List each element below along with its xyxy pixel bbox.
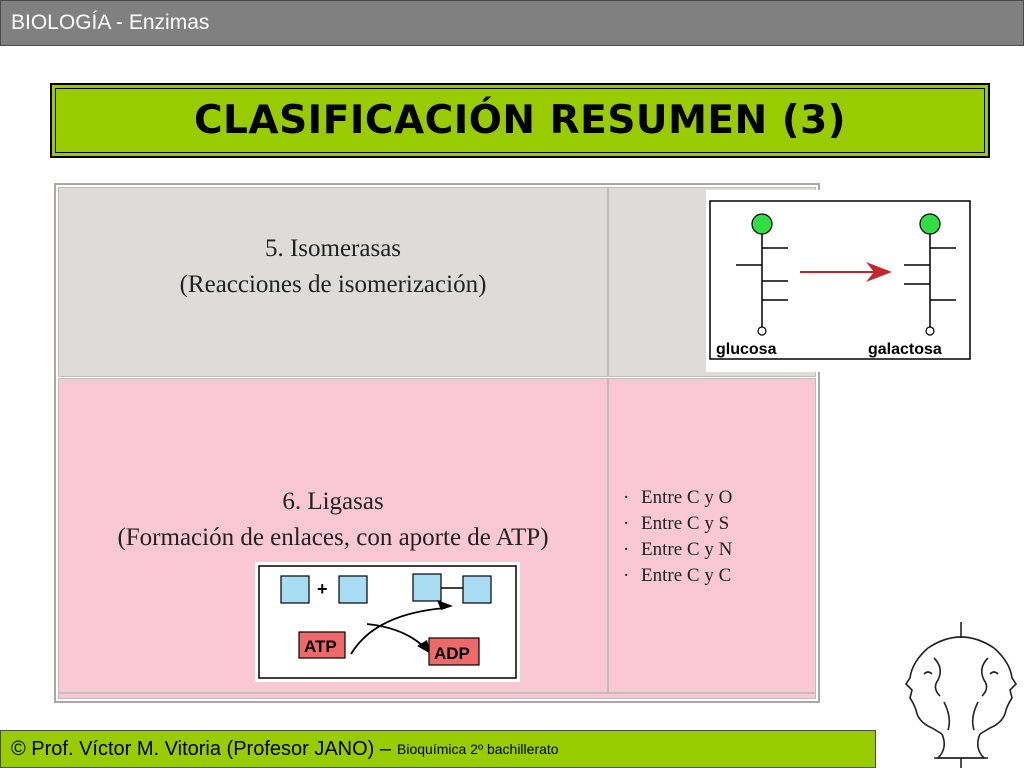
ligation-diagram: + ATP ADP <box>255 562 520 682</box>
curved-reaction-arrow-icon <box>350 600 453 655</box>
substrate-a-square-icon <box>280 575 310 604</box>
plus-sign: + <box>317 579 328 599</box>
footer-course: Bioquímica 2º bachillerato <box>397 741 559 757</box>
isomerasas-cell: 5. Isomerasas (Reacciones de isomerizaci… <box>58 187 608 377</box>
jano-logo-svg <box>904 622 1018 768</box>
bond-types-list: Entre C y O Entre C y S Entre C y N Entr… <box>623 485 732 589</box>
glucosa-label: glucosa <box>716 341 777 358</box>
glucose-molecule-icon <box>736 213 788 336</box>
adp-label: ADP <box>434 644 470 663</box>
header-bar: BIOLOGÍA - Enzimas <box>0 0 1024 46</box>
isomerasas-heading: 5. Isomerasas <box>264 235 402 262</box>
ligasas-heading: 6. Ligasas <box>282 488 384 515</box>
substrate-b-square-icon <box>338 575 368 604</box>
list-item: Entre C y O <box>623 485 732 511</box>
product-b-square-icon <box>462 575 492 604</box>
atp-label: ATP <box>304 637 337 656</box>
list-item: Entre C y C <box>623 563 732 589</box>
footer-author: © Prof. Víctor M. Vitoria (Profesor JANO… <box>11 737 392 760</box>
adp-box <box>428 637 480 666</box>
product-a-square-icon <box>412 573 442 602</box>
header-title: BIOLOGÍA - Enzimas <box>11 11 210 34</box>
list-item: Entre C y N <box>623 537 732 563</box>
galactose-molecule-icon <box>904 213 956 336</box>
isomerization-diagram: glucosa galactosa <box>706 190 974 372</box>
ligasas-example-cell: Entre C y O Entre C y S Entre C y N Entr… <box>608 378 816 693</box>
slide-title: CLASIFICACIÓN RESUMEN (3) <box>193 98 847 143</box>
galactosa-label: galactosa <box>868 341 942 358</box>
isomerization-diagram-svg: glucosa galactosa <box>709 200 971 360</box>
jano-two-faced-head-icon <box>898 618 1024 768</box>
isomerasas-description: (Reacciones de isomerización) <box>179 271 487 298</box>
slide-title-box: CLASIFICACIÓN RESUMEN (3) <box>50 83 990 158</box>
ligation-diagram-svg: + ATP ADP <box>258 565 517 679</box>
reaction-arrow-icon <box>800 262 892 282</box>
atp-box <box>298 631 346 659</box>
table-bottom-strip <box>58 693 816 699</box>
footer-bar: © Prof. Víctor M. Vitoria (Profesor JANO… <box>0 730 876 768</box>
ligasas-description: (Formación de enlaces, con aporte de ATP… <box>117 524 549 551</box>
list-item: Entre C y S <box>623 511 732 537</box>
